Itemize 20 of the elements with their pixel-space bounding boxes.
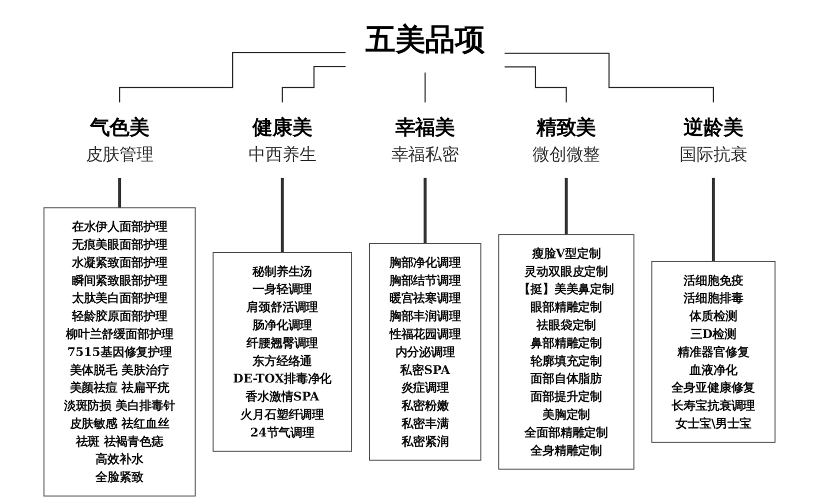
- node-text: 幸福美 幸福私密: [391, 115, 459, 165]
- connector: [118, 176, 122, 210]
- node-text: 逆龄美 国际抗衰: [680, 115, 748, 165]
- connector: [280, 176, 284, 254]
- node-text: 五美品项: [365, 22, 485, 58]
- connector: [504, 66, 567, 103]
- node-box: 秘制养生汤 一身轻调理 肩颈舒活调理 肠净化调理 纤腰翘臀调理 东方经络通 DE-TOX排毒净化 香水激情SPA 火月石塑纤调理 24节气调理: [212, 252, 352, 452]
- node-text: 健康美 中西养生: [248, 115, 316, 165]
- node-text: 气色美 皮肤管理: [86, 115, 154, 165]
- connector: [424, 72, 426, 103]
- connector: [564, 176, 568, 236]
- node-box: 在水伊人面部护理 无痕美眼面部护理 水凝紧致面部护理 瞬间紧致眼部护理 太肽美白面部护理 轻龄胶原面部护理 柳叶兰舒缓面部护理 7515基因修复护理 美体脱毛 美肤治疗 美颜祛痘 祛扁平疣 淡斑防损 美白排毒针 皮肤敏感 祛红血丝 祛斑 祛褐青色痣 高效补水 全脸紧致: [43, 207, 196, 497]
- connector: [424, 176, 427, 246]
- connector: [712, 176, 715, 263]
- connector: [119, 52, 346, 103]
- node-box: 瘦脸V型定制 灵动双眼皮定制 【挺】美美鼻定制 眼部精雕定制 祛眼袋定制 鼻部精雕定制 轮廓填充定制 面部自体脂肪 面部提升定制 美胸定制 全面部精雕定制 全身精雕定制: [498, 234, 634, 470]
- connector: [504, 52, 714, 103]
- node-text: 精致美 微创微整: [532, 115, 600, 165]
- node-box: 活细胞免疫 活细胞排毒 体质检测 三D检测 精准器官修复 血液净化 全身亚健康修复 长寿宝抗衰调理 女士宝\男士宝: [651, 260, 776, 443]
- connector: [282, 66, 346, 103]
